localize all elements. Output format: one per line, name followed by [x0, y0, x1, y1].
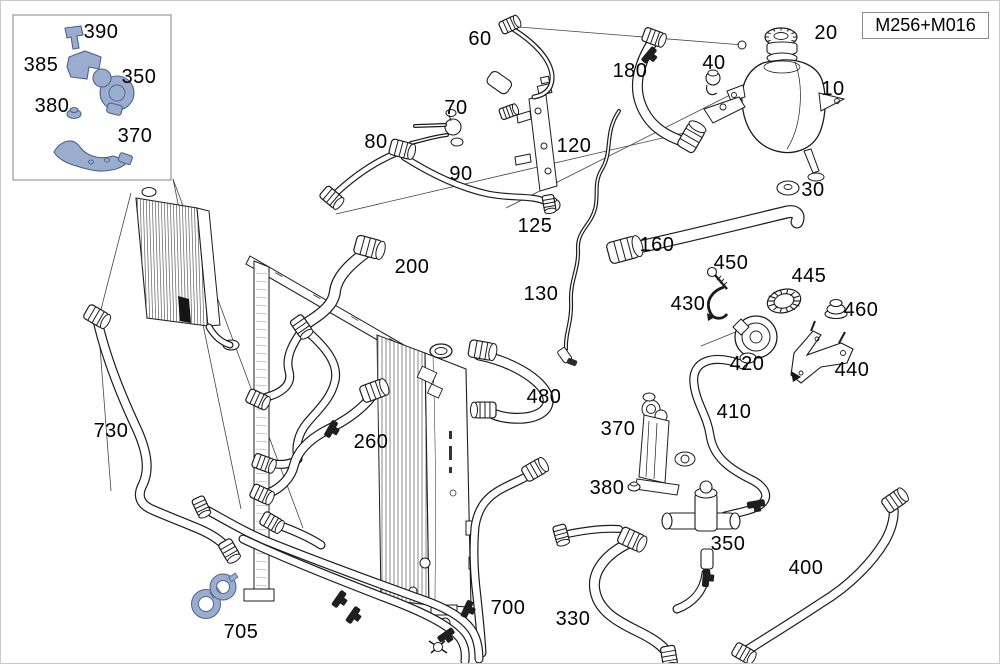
- hose-fitting: [677, 120, 707, 154]
- sensor-40-drawing: [705, 69, 721, 96]
- part-label-445-19: 445: [791, 265, 827, 287]
- part-label-705-35: 705: [223, 621, 259, 643]
- hose-fitting: [660, 644, 679, 663]
- bracket-440-drawing: [790, 320, 854, 384]
- pipe-130-endfitting-drawing: [557, 347, 578, 366]
- hose-fitting: [469, 401, 497, 419]
- hose-fittings-drawing: [83, 14, 909, 663]
- part-label-200-18: 200: [394, 256, 430, 278]
- hose-clamp: [641, 46, 658, 64]
- hose-fitting: [467, 339, 498, 362]
- clip-390-drawing: [64, 25, 84, 50]
- screw-450-drawing: [706, 266, 728, 290]
- part-label-10-9: 10: [821, 78, 845, 100]
- hose-fitting: [289, 314, 314, 340]
- part-label-180-8: 180: [612, 60, 648, 82]
- part-label-380-3: 380: [34, 95, 70, 117]
- clip-430-drawing: [706, 285, 729, 321]
- main-radiator-drawing: [243, 255, 479, 654]
- hose-fitting: [191, 495, 212, 519]
- ring-445-drawing: [766, 288, 802, 314]
- model-code-label: M256+M016: [875, 15, 976, 35]
- hose-clamps-drawing: [324, 46, 766, 643]
- part-label-410-26: 410: [716, 401, 752, 423]
- hose-clamp: [460, 600, 476, 618]
- hose-fitting: [259, 511, 285, 534]
- spring-clamps-705-drawing: [191, 572, 239, 619]
- part-label-370-27: 370: [600, 418, 636, 440]
- hose-clamp: [324, 420, 340, 438]
- aux-pump-420-drawing: [732, 315, 778, 364]
- part-label-430-21: 430: [670, 293, 706, 315]
- part-label-400-32: 400: [788, 557, 824, 579]
- part-label-130-20: 130: [523, 283, 559, 305]
- bracket-120-drawing: [514, 75, 558, 192]
- hose-fitting: [541, 193, 557, 215]
- hose-fitting: [319, 185, 345, 210]
- part-label-30-14: 30: [801, 179, 825, 201]
- hose-clamp: [437, 627, 455, 643]
- part-label-390-0: 390: [83, 21, 119, 43]
- part-label-380-30: 380: [589, 477, 625, 499]
- hose-fitting: [359, 378, 390, 403]
- bracket-385-drawing: [66, 50, 102, 80]
- part-label-120-12: 120: [556, 135, 592, 157]
- grommet-30-drawing: [776, 180, 800, 196]
- grommet-380-drawing: [627, 481, 641, 492]
- part-label-385-1: 385: [23, 54, 59, 76]
- hose-fitting: [249, 483, 275, 506]
- hose-fitting: [498, 14, 522, 35]
- part-label-80-11: 80: [364, 131, 388, 153]
- hose-fitting: [83, 304, 112, 330]
- vent-connector-drawing: [486, 70, 513, 95]
- hose-fitting: [521, 456, 550, 482]
- part-label-60-5: 60: [468, 28, 492, 50]
- grommet-460-drawing: [824, 298, 848, 320]
- part-label-330-34: 330: [555, 608, 591, 630]
- hose-clamp: [345, 606, 362, 624]
- hose-clamp: [746, 499, 766, 513]
- part-label-350-2: 350: [121, 66, 157, 88]
- hose-fitting: [251, 453, 277, 474]
- expansion-tank-drawing: [703, 27, 846, 196]
- part-label-700-33: 700: [490, 597, 526, 619]
- hose-fitting: [731, 642, 757, 663]
- part-label-260-29: 260: [353, 431, 389, 453]
- hose-clamp: [331, 590, 348, 608]
- valve-350-drawing: [661, 480, 741, 570]
- model-code-box: M256+M016: [862, 12, 989, 39]
- hose-fitting: [552, 523, 571, 547]
- part-label-125-15: 125: [517, 215, 553, 237]
- auxiliary-radiator-drawing: [135, 186, 240, 351]
- inset-panel: [12, 14, 172, 181]
- hose-fitting: [641, 27, 667, 48]
- part-label-460-22: 460: [843, 299, 879, 321]
- hose-fitting: [881, 487, 909, 514]
- hose-fitting: [388, 138, 417, 161]
- part-label-70-10: 70: [444, 97, 468, 119]
- part-label-730-28: 730: [93, 420, 129, 442]
- part-label-350-31: 350: [710, 533, 746, 555]
- hose-fitting: [498, 103, 520, 121]
- part-label-480-25: 480: [526, 386, 562, 408]
- hose-fitting: [218, 538, 241, 564]
- part-label-20-6: 20: [814, 22, 838, 44]
- part-label-440-24: 440: [834, 359, 870, 381]
- hose-fitting: [617, 526, 648, 553]
- part-label-420-23: 420: [729, 353, 765, 375]
- part-label-160-16: 160: [639, 234, 675, 256]
- part-label-90-13: 90: [449, 163, 473, 185]
- hose-fitting: [606, 235, 644, 264]
- hose-fitting: [245, 388, 271, 411]
- part-label-450-17: 450: [713, 252, 749, 274]
- part-label-40-7: 40: [702, 52, 726, 74]
- hose-fitting: [353, 234, 386, 260]
- bracket-370-drawing: [634, 392, 696, 496]
- part-label-370-4: 370: [117, 125, 153, 147]
- hose-clamp: [701, 568, 715, 588]
